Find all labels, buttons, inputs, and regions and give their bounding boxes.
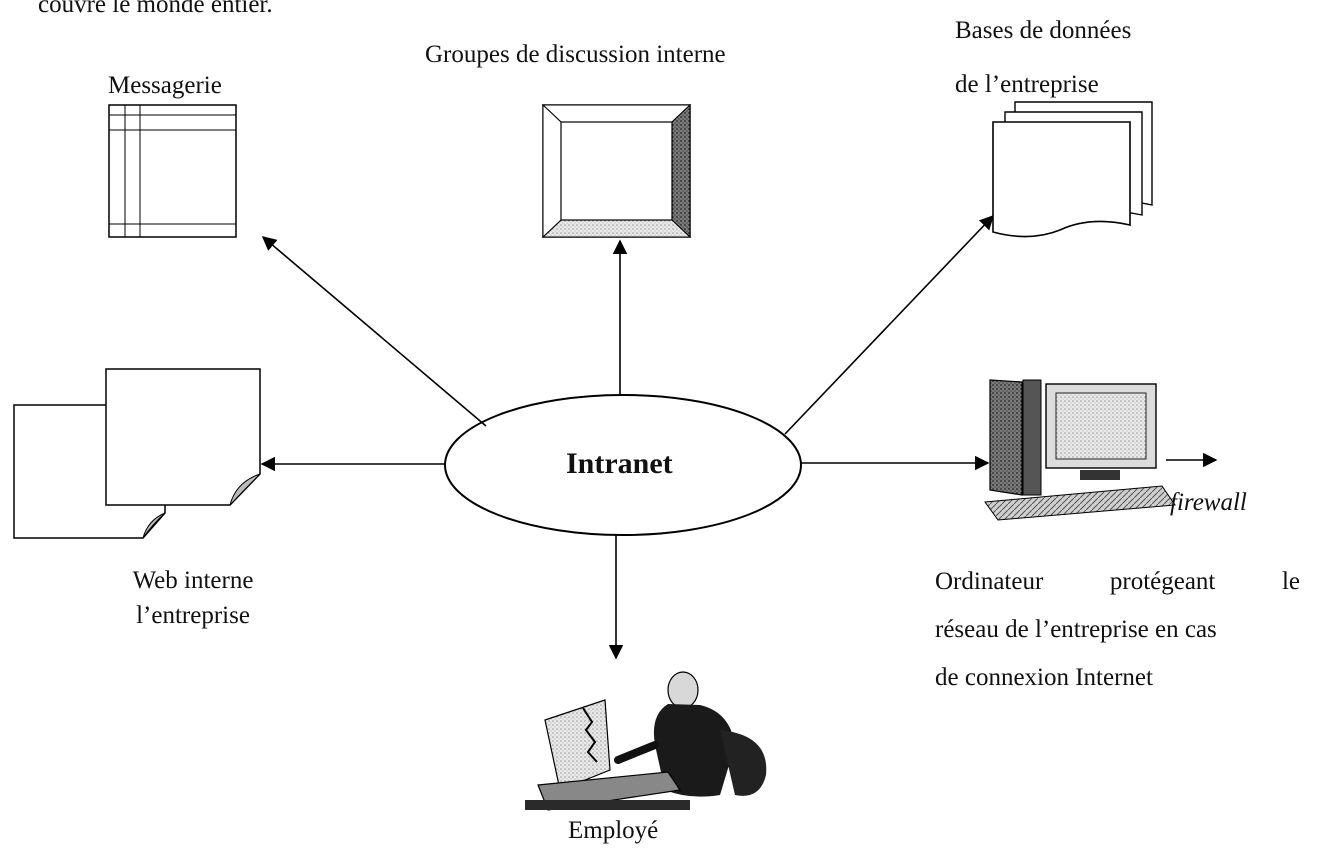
groupes-label: Groupes de discussion interne — [425, 41, 726, 68]
messagerie-label: Messagerie — [108, 72, 222, 99]
web-label-line2: l’entreprise — [136, 602, 250, 629]
web-label-line1: Web interne — [132, 567, 254, 594]
ordinateur-line-2: réseau de l’entreprise en cas — [935, 616, 1217, 643]
intranet-ellipse — [444, 394, 802, 536]
bases-label-line2: de l’entreprise — [955, 71, 1099, 98]
intranet-label: Intranet — [566, 447, 673, 480]
arrow-to-messagerie — [261, 236, 487, 427]
employe-label: Employé — [568, 817, 659, 844]
groupes-frame-icon — [541, 103, 692, 239]
firewall-label: firewall — [1170, 489, 1247, 516]
employee-at-computer-icon — [525, 671, 767, 811]
firewall-computer-icon — [984, 379, 1176, 521]
header-fragment: couvre le monde entier. — [38, 0, 273, 18]
ordinateur-line-3: de connexion Internet — [935, 664, 1153, 691]
web-pages-icon — [13, 368, 261, 539]
ordinateur-description: Ordinateur protégeant le réseau de l’ent… — [935, 558, 1300, 702]
bases-label-line1: Bases de données — [955, 17, 1132, 44]
arrow-to-bases — [784, 214, 994, 435]
ordinateur-line-1: Ordinateur protégeant le — [935, 568, 1300, 595]
database-documents-icon — [992, 101, 1153, 238]
messagerie-window-icon — [108, 104, 237, 238]
